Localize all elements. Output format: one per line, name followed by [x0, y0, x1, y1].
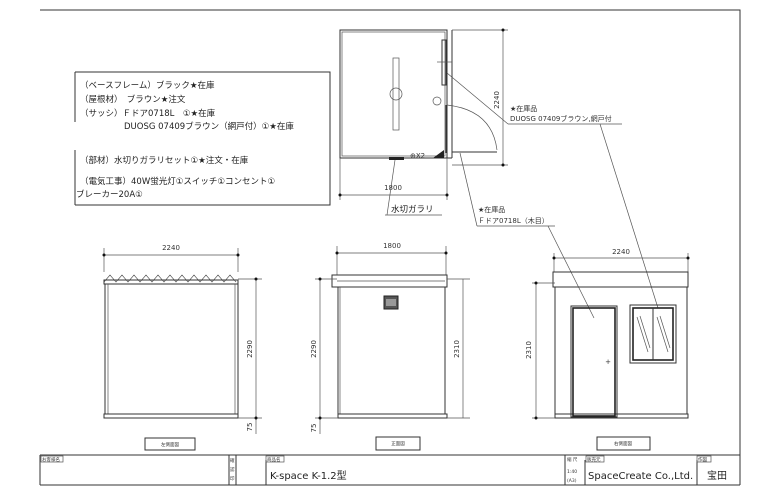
right-height-dim: 2310: [525, 341, 533, 359]
paper-size: (A3): [567, 478, 577, 484]
seller-label: 販売元: [587, 456, 601, 463]
left-width-dim: 2240: [162, 244, 180, 252]
window-plan: [441, 39, 447, 86]
note-electrical: （電気工事）40W蛍光灯①スイッチ①コンセント①: [80, 176, 275, 187]
drafter-label: 作図: [698, 456, 707, 463]
right-elevation-label: 右側面図: [614, 440, 632, 447]
front-elevation-label: 正面図: [391, 441, 405, 447]
product-value: K-space K-1.2型: [270, 469, 347, 482]
note-base-frame: （ベースフレーム）ブラック★在庫: [80, 80, 215, 91]
specification-notes: （ベースフレーム）ブラック★在庫 （屋根材） ブラウン★注文 （サッシ）Ｆドア0…: [74, 71, 331, 206]
front-base-dim: 75: [310, 424, 318, 433]
front-height-left-dim: 2290: [310, 340, 318, 358]
svg-text:+: +: [605, 358, 611, 366]
left-elevation-label: 左側面図: [161, 441, 179, 448]
seller-value: SpaceCreate Co.,Ltd.: [588, 471, 693, 482]
left-elevation: 2240 2290 75 左側面図: [102, 244, 262, 451]
customer-label: お客様名: [42, 456, 60, 463]
product-label: 商品名: [267, 456, 281, 463]
note-roof: （屋根材） ブラウン★注文: [80, 94, 186, 105]
scale-value: 1:40: [567, 469, 577, 475]
front-width-dim: 1800: [383, 242, 401, 250]
sheet-border: [40, 9, 741, 485]
plan-depth-dim: 2240: [493, 91, 501, 109]
door-callout-stock: ★在庫品: [478, 205, 505, 214]
scale-label: 縮 尺: [567, 456, 578, 463]
front-height-right-dim: 2310: [453, 340, 461, 358]
window-callout-stock: ★在庫品: [510, 104, 537, 113]
note-sash-window: DUOSG 07409ブラウン（網戸付）①★在庫: [124, 121, 294, 132]
drafter-value: 宝田: [707, 469, 727, 482]
garari-label: 水切ガラリ: [391, 204, 434, 215]
stamp-label-3: 印: [230, 475, 235, 482]
door-swing: [446, 104, 498, 151]
right-elevation: 2240 + 2310 右側面図: [525, 248, 690, 451]
window: [629, 304, 677, 364]
outlet-label: ⊕X2: [410, 152, 425, 160]
title-block: お客様名 確 認 印 商品名 K-space K-1.2型 縮 尺 1:40 (…: [40, 454, 740, 486]
door-callout-model: Ｆドア0718L（木目）: [478, 216, 549, 225]
door: [570, 305, 618, 418]
breaker-icon: [433, 150, 444, 158]
note-parts: （部材）水切りガラリセット①★注文・在庫: [80, 155, 249, 166]
switch-icon: [432, 96, 442, 106]
right-width-dim: 2240: [612, 248, 630, 256]
note-sash-door: （サッシ）Ｆドア0718L ①★在庫: [80, 108, 216, 119]
stamp-label-1: 確: [230, 457, 235, 464]
left-base-dim: 75: [246, 423, 254, 432]
plan-view: ⊕X2 2240 1800 水切ガラリ ★在庫品 DUOSG 07409ブラウン…: [338, 28, 659, 319]
stamp-label-2: 認: [230, 466, 235, 473]
plan-width-dim: 1800: [384, 184, 402, 192]
light-fixture: [392, 57, 400, 131]
left-height-dim: 2290: [246, 340, 254, 358]
window-callout-model: DUOSG 07409ブラウン,網戸付: [510, 114, 612, 123]
garari-mark: [389, 157, 404, 160]
front-elevation: 1800 2290 75 2310 正面図: [310, 242, 470, 451]
note-breaker: ブレーカー20A①: [76, 189, 143, 200]
